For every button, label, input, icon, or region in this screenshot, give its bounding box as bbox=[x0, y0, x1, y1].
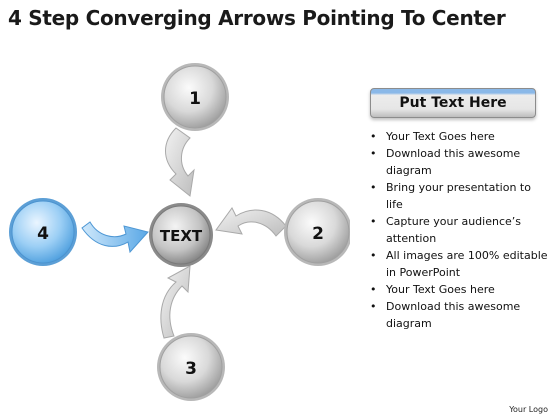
logo-text: Your Logo bbox=[509, 405, 548, 414]
arrow-left bbox=[81, 221, 149, 254]
bullet-item: All images are 100% editable in PowerPoi… bbox=[368, 247, 548, 281]
node-1-label: 1 bbox=[189, 89, 201, 109]
page-title: 4 Step Converging Arrows Pointing To Cen… bbox=[8, 6, 506, 30]
node-4-label: 4 bbox=[37, 224, 49, 244]
node-3: 3 bbox=[157, 333, 225, 401]
node-2: 2 bbox=[284, 198, 350, 266]
bullet-list: Your Text Goes here Download this awesom… bbox=[368, 128, 548, 332]
node-3-label: 3 bbox=[185, 359, 197, 379]
arrow-top bbox=[165, 127, 195, 197]
arrow-right bbox=[215, 207, 287, 237]
bullet-item: Capture your audience’s attention bbox=[368, 213, 548, 247]
center-node: TEXT bbox=[149, 203, 213, 267]
bullet-item: Bring your presentation to life bbox=[368, 179, 548, 213]
node-2-label: 2 bbox=[312, 224, 324, 244]
center-label: TEXT bbox=[160, 227, 203, 245]
bullet-item: Download this awesome diagram bbox=[368, 298, 548, 332]
panel-header: Put Text Here bbox=[370, 88, 536, 118]
bullet-item: Download this awesome diagram bbox=[368, 145, 548, 179]
arrow-bottom bbox=[160, 265, 191, 339]
bullet-item: Your Text Goes here bbox=[368, 128, 548, 145]
converging-arrows-diagram: 1 2 3 4 TEXT bbox=[9, 63, 350, 401]
bullet-item: Your Text Goes here bbox=[368, 281, 548, 298]
node-1: 1 bbox=[161, 63, 229, 131]
node-4: 4 bbox=[9, 198, 77, 266]
